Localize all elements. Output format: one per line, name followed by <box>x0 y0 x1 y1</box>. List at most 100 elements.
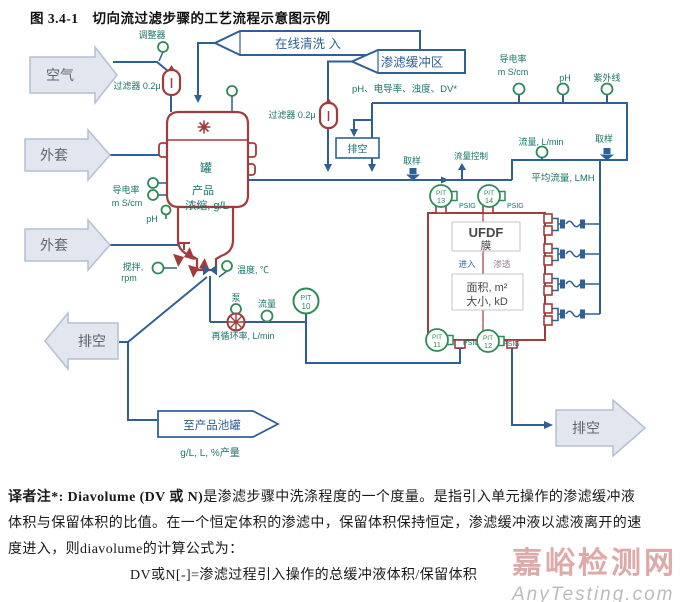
vent-box: 排空 <box>335 137 380 159</box>
figure-caption: 切向流过滤步骤的工艺流程示意图示例 <box>92 11 331 26</box>
product-tank-units-label: g/L, L, %产量 <box>180 446 239 459</box>
jacket-arrow-bottom: 外套 <box>24 218 111 272</box>
jacket-arrow-top: 外套 <box>24 128 111 182</box>
air-filter-label: 过滤器 0.2μ <box>113 80 160 91</box>
conductivity-left-label: 导电率 <box>112 184 139 195</box>
air-filter-icon: 过滤器 0.2μ <box>113 65 182 97</box>
regulator-label: 调整器 <box>138 29 165 40</box>
membrane-module: UFDF 膜 进入 渗透 面积, m² 大小, kD <box>427 203 553 349</box>
pump-label: 泵 <box>231 293 240 303</box>
stir-label: 搅拌, <box>123 261 144 272</box>
pit11-psig: PSIG <box>463 340 480 347</box>
note-line-1-bold: 译者注*: Diavolume (DV 或 N) <box>8 490 204 505</box>
air-arrow: 空气 <box>29 44 118 106</box>
stir-units: rpm <box>121 273 137 283</box>
flow-pump-sensor-icon <box>260 309 274 323</box>
tank-concentration-label: 浓缩, g/L <box>185 199 228 212</box>
cip-in-callout: 在线清洗 入 <box>212 30 421 56</box>
vent-bottom-label: 排空 <box>572 420 600 436</box>
to-product-tank-label: 至产品池罐 <box>183 418 241 432</box>
figure-number: 图 3.4-1 <box>30 11 79 26</box>
ph-left-label: pH <box>146 214 158 224</box>
tank-product-label: 产品 <box>192 183 214 197</box>
flow-control-valve: 流量控制 <box>454 151 488 161</box>
temp-sensor-icon <box>221 260 233 272</box>
buffer-label: 渗滤缓冲区 <box>381 55 444 70</box>
sampling-top-label: 取样 <box>595 133 613 144</box>
jacket-top-label: 外套 <box>40 147 68 163</box>
note-line-1: 译者注*: Diavolume (DV 或 N)是渗滤步骤中洗涤程度的一个度量。… <box>8 485 676 511</box>
pit12-psig: PSIG <box>503 341 520 348</box>
agitator-icon <box>197 120 211 134</box>
translator-note: 译者注*: Diavolume (DV 或 N)是渗滤步骤中洗涤程度的一个度量。… <box>8 485 676 589</box>
buffer-params-label: pH、电导率、浊度、DV* <box>352 83 457 95</box>
gauge-pit11: PIT 11 PSIG <box>425 328 480 352</box>
uv-sensor-icon <box>600 82 614 96</box>
conductivity-top-sensor-icon <box>512 82 526 96</box>
flow-top-sensor-icon <box>535 145 549 159</box>
pit14-line1: PIT <box>484 190 494 197</box>
pit10-line1: PIT <box>301 295 313 302</box>
vent-box-label: 排空 <box>348 143 368 156</box>
vent-bottom-arrow: 排空 <box>555 398 647 458</box>
pit13-line1: PIT <box>436 190 446 197</box>
pit12-line1: PIT <box>483 335 493 342</box>
diavolume-formula: DV或N[-]=渗滤过程引入操作的总缓冲液体积/保留体积 <box>130 568 478 583</box>
ph-top-sensor-icon <box>556 82 570 96</box>
gauge-pit13: PIT 13 PSIG <box>429 184 476 210</box>
gauge-pit14: PIT 14 PSIG <box>477 184 524 210</box>
avg-flux-label: 平均流量, LMH <box>531 172 594 184</box>
sampling-valve-top-icon: 取样 <box>595 133 614 161</box>
conductivity-sensor-icon2 <box>147 189 159 201</box>
drain-valve-cluster-icon: 搅拌, rpm 温度, ℃ <box>121 242 269 283</box>
to-product-tank-arrow: 至产品池罐 g/L, L, %产量 <box>157 410 280 459</box>
pit10-line2: 10 <box>302 302 311 311</box>
vent-left-label: 排空 <box>78 333 106 349</box>
flow-top-label: 流量, L/min <box>518 136 563 147</box>
membrane-area-label: 面积, m² <box>467 281 508 294</box>
pit12-line2: 12 <box>484 341 492 350</box>
temp-label: 温度, ℃ <box>237 264 269 275</box>
pit11-line2: 11 <box>433 340 441 349</box>
flow-pump-label: 流量 <box>258 298 276 309</box>
ph-sensor-icon <box>160 204 172 216</box>
membrane-sub: 膜 <box>481 240 492 252</box>
ph-top-label: pH <box>559 73 571 83</box>
fiber-ports <box>543 213 553 326</box>
gauge-pit12: PIT 12 PSIG <box>476 329 520 353</box>
jacket-bottom-label: 外套 <box>40 237 68 253</box>
vent-left-arrow: 排空 <box>44 310 119 372</box>
stir-sensor-icon <box>151 261 165 275</box>
sampling-valve-mid-icon: 取样 <box>403 155 421 181</box>
buffer-callout: 渗滤缓冲区 pH、电导率、浊度、DV* <box>349 49 466 95</box>
conductivity-top-units: m S/cm <box>498 67 529 77</box>
storage-tank: 罐 产品 浓缩, g/L <box>158 110 257 272</box>
tank-top-sensor-icon <box>226 85 238 97</box>
membrane-title: UFDF <box>469 225 504 240</box>
pump-icon <box>226 312 246 332</box>
sampling-mid-label: 取样 <box>403 155 421 166</box>
pump-assembly: 泵 流量 再循环率, L/min PIT 10 <box>211 287 320 341</box>
buffer-filter-icon: 过滤器 0.2μ <box>268 98 339 130</box>
cip-in-label: 在线清洗 入 <box>275 37 341 51</box>
conductivity-top-label: 导电率 <box>499 53 526 64</box>
top-sensor-row: 导电率 m S/cm pH 紫外线 流量, L/min 取样 平均流量, LMH <box>498 53 621 184</box>
pit14-psig: PSIG <box>507 203 524 210</box>
process-flow-diagram: 空气 外套 外套 排空 排空 至产品池罐 g/L, L, %产量 在线清洗 入 <box>24 29 647 459</box>
conductivity-sensor-icon <box>147 177 159 189</box>
buffer-filter-label: 过滤器 0.2μ <box>268 109 315 120</box>
pit14-line2: 14 <box>485 196 493 205</box>
conductivity-left-units: m S/cm <box>112 198 143 208</box>
figure-title: 图 3.4-1 切向流过滤步骤的工艺流程示意图示例 <box>30 7 331 27</box>
flow-control-label: 流量控制 <box>454 151 488 161</box>
tank-label: 罐 <box>200 161 212 175</box>
hollow-fiber-manifold <box>552 217 600 322</box>
uv-label: 紫外线 <box>593 72 620 83</box>
regulator-icon: 调整器 <box>138 29 169 53</box>
note-line-2: 体积与保留体积的比值。在一个恒定体积的渗滤中，保留体积保持恒定，渗滤缓冲液以滤液… <box>8 516 642 531</box>
recirc-label: 再循环率, L/min <box>211 330 274 341</box>
pit13-psig: PSIG <box>459 203 476 210</box>
note-line-1-rest: 是渗滤步骤中洗涤程度的一个度量。是指引入单元操作的渗滤缓冲液 <box>203 490 636 505</box>
membrane-permeate-label: 渗透 <box>493 259 511 269</box>
